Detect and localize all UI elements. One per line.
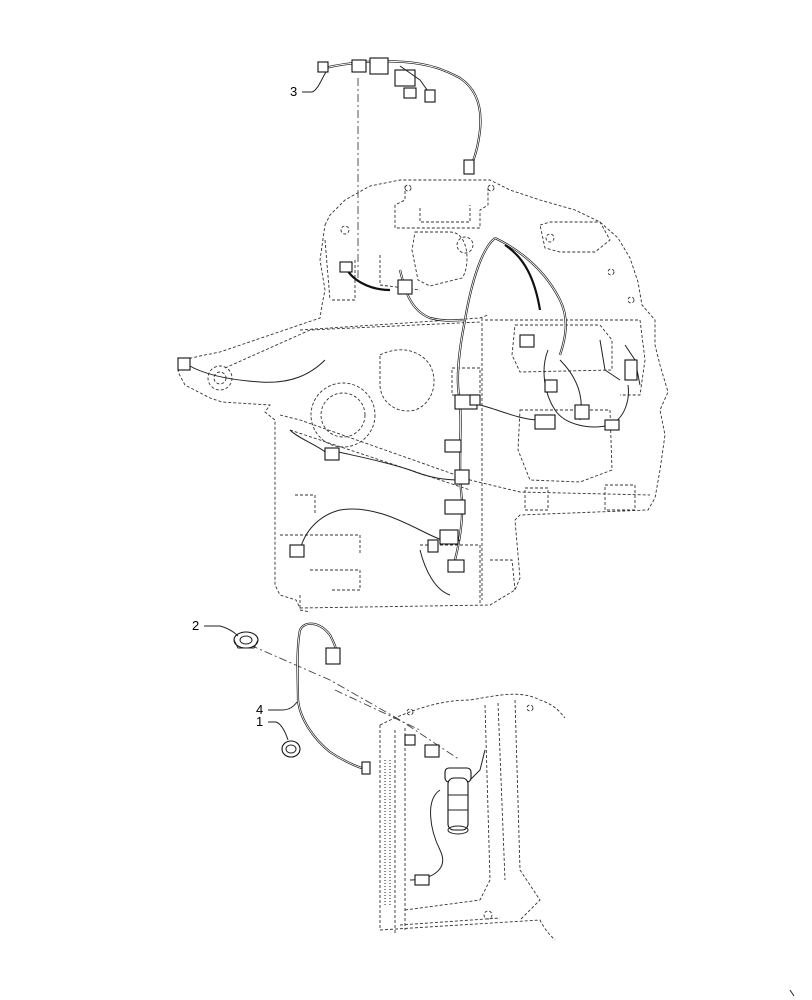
reference-lines	[249, 78, 461, 761]
frame-assembly	[177, 179, 669, 613]
hose-part-4	[296, 622, 371, 775]
callout-1: 1	[256, 714, 289, 741]
callout-3: 3	[290, 71, 327, 99]
corner-mark	[789, 989, 795, 997]
callout-3-label: 3	[290, 84, 297, 99]
detail-view	[379, 693, 566, 941]
cap-part-2	[233, 631, 259, 649]
callout-4-label: 4	[256, 702, 263, 717]
main-harness	[177, 237, 641, 596]
ring-part-1	[281, 740, 301, 758]
harness-part-3	[317, 57, 482, 175]
callout-2: 2	[192, 618, 239, 637]
callout-4: 4	[256, 701, 298, 717]
callout-2-label: 2	[192, 618, 199, 633]
callout-1-label: 1	[256, 714, 263, 729]
